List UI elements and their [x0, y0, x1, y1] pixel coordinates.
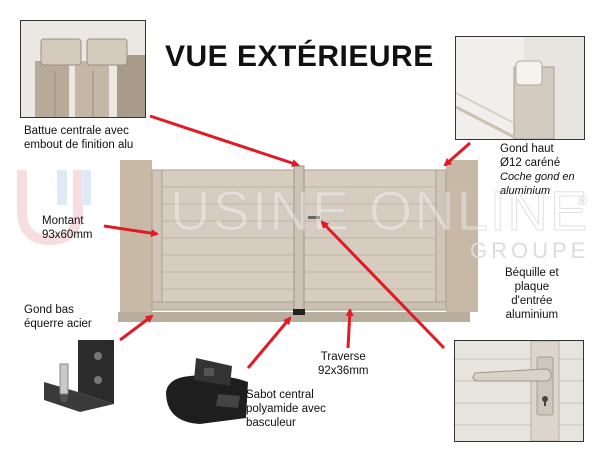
watermark-registered: ® — [578, 194, 587, 208]
arrow-gond-haut — [443, 141, 471, 167]
label-bequille-line1: Béquille et — [505, 267, 559, 279]
arrow-sabot — [246, 316, 292, 369]
arrow-battue — [149, 114, 300, 167]
arrow-bequille — [320, 220, 446, 350]
bequille-illustration — [455, 341, 583, 441]
gate-handle — [308, 216, 320, 219]
right-pillar — [446, 160, 478, 312]
label-traverse-line2: 92x36mm — [318, 365, 369, 377]
label-bequille-line2: plaque — [514, 281, 550, 293]
arrow-gond-bas — [119, 314, 154, 342]
inset-battue-photo — [20, 20, 146, 118]
arrow-montant — [103, 224, 159, 238]
label-gond-haut-line1: Gond haut — [500, 143, 554, 155]
watermark-logo — [17, 170, 91, 246]
label-montant-line1: Montant — [42, 215, 84, 227]
label-gond-bas-line1: Gond bas — [24, 304, 74, 316]
label-gond-haut-note2: aluminium — [500, 185, 551, 197]
right-gate-leaf — [297, 169, 447, 311]
inset-gond-haut-photo — [455, 36, 585, 140]
label-bequille-line4: aluminium — [505, 309, 559, 321]
label-bequille-line3: d'entrée — [511, 295, 553, 307]
label-montant-line2: 93x60mm — [42, 229, 93, 241]
label-sabot-line3: basculeur — [246, 417, 296, 429]
page-title: VUE EXTÉRIEURE — [165, 40, 434, 73]
arrow-traverse — [345, 308, 354, 349]
label-sabot-line1: Sabot central — [246, 389, 314, 401]
inset-bequille-photo — [454, 340, 584, 442]
watermark-subtext: GROUPE — [470, 238, 589, 263]
label-gond-bas: Gond bas équerre acier — [24, 303, 92, 331]
label-battue-line2: embout de finition alu — [24, 139, 134, 151]
label-sabot-line2: polyamide avec — [246, 403, 326, 415]
label-battue-line1: Battue centrale avec — [24, 125, 129, 137]
label-gond-haut-note1: Coche gond en — [500, 171, 575, 183]
label-gond-haut-line2: Ø12 caréné — [500, 157, 561, 169]
label-montant: Montant 93x60mm — [42, 214, 93, 242]
left-gate-leaf — [151, 169, 299, 311]
sabot-illustration — [160, 352, 252, 428]
battue-end-cap-illustration — [21, 21, 145, 117]
gond-bas-illustration — [36, 334, 136, 416]
label-gond-haut: Gond haut Ø12 caréné Coche gond en alumi… — [500, 142, 575, 198]
ground-slab — [118, 312, 470, 322]
gond-haut-illustration — [456, 37, 584, 139]
label-bequille: Béquille et plaque d'entrée aluminium — [505, 266, 559, 322]
gate-sabot — [293, 309, 305, 315]
left-pillar — [120, 160, 152, 312]
label-gond-bas-line2: équerre acier — [24, 318, 92, 330]
label-sabot: Sabot central polyamide avec basculeur — [246, 388, 326, 430]
label-traverse: Traverse 92x36mm — [318, 350, 369, 378]
label-traverse-line1: Traverse — [320, 351, 366, 363]
watermark-text: USINE ONLINE — [170, 179, 589, 242]
label-battue: Battue centrale avec embout de finition … — [24, 124, 133, 152]
